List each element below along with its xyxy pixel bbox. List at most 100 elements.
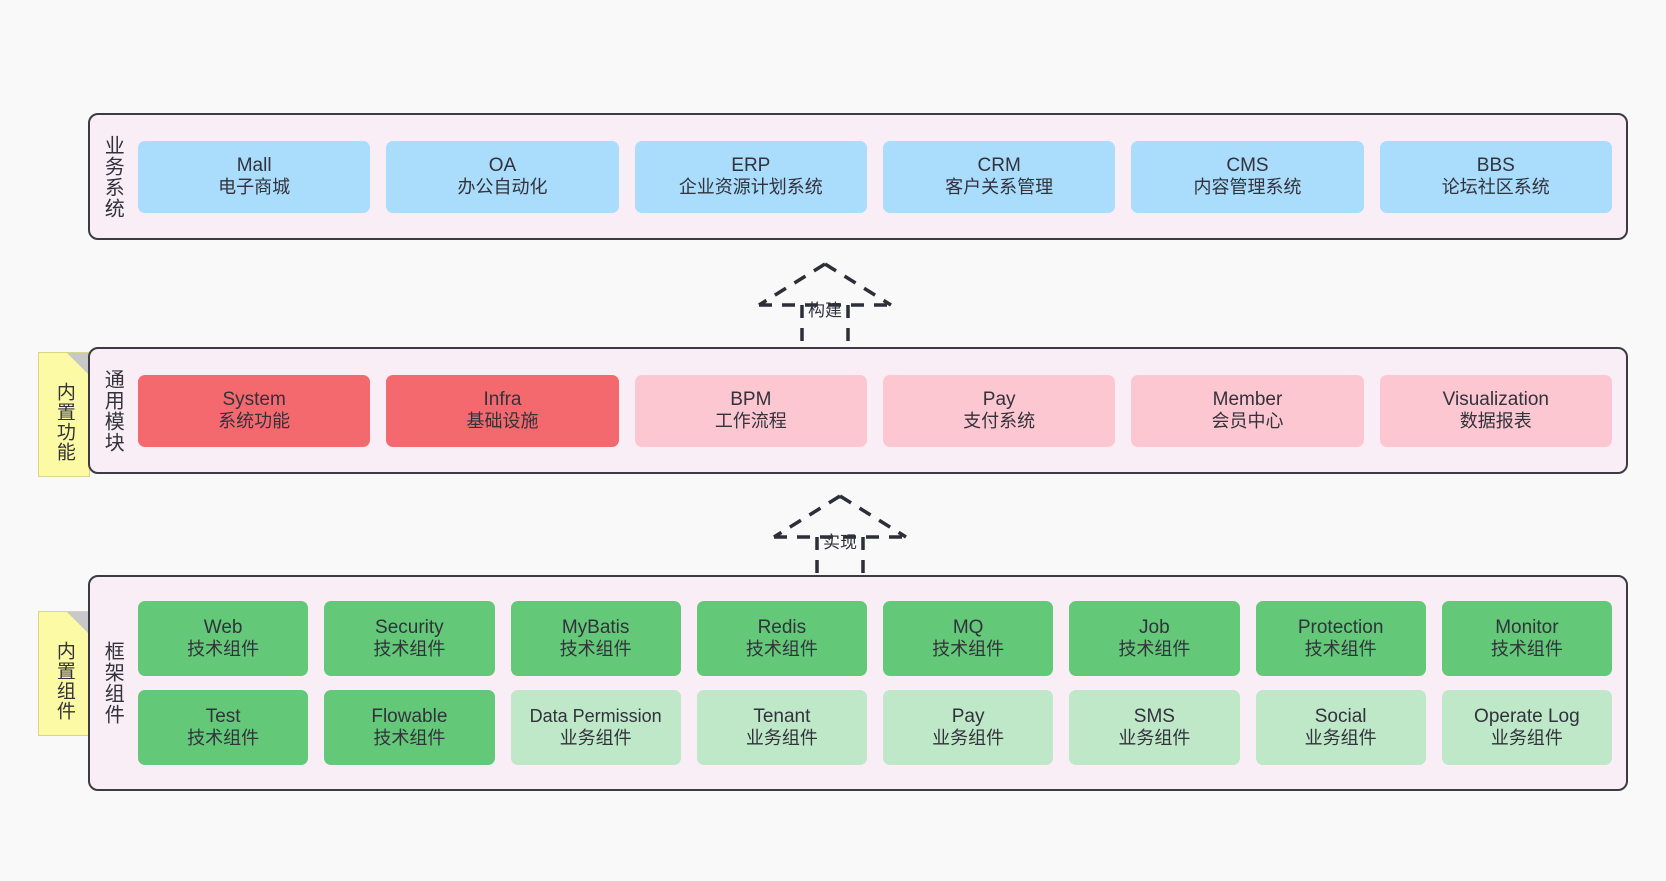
card-security-name: Security xyxy=(375,616,444,638)
card-data-permission-name: Data Permission xyxy=(529,705,662,726)
card-mq[interactable]: MQ 技术组件 xyxy=(883,601,1054,676)
card-social-desc: 业务组件 xyxy=(1304,728,1377,749)
card-operate-log-desc: 业务组件 xyxy=(1490,728,1563,749)
card-oa[interactable]: OA 办公自动化 xyxy=(386,140,619,213)
card-mybatis[interactable]: MyBatis 技术组件 xyxy=(510,601,681,676)
card-redis[interactable]: Redis 技术组件 xyxy=(696,601,867,676)
card-operate-log[interactable]: Operate Log 业务组件 xyxy=(1441,690,1612,765)
card-test-name: Test xyxy=(205,705,241,727)
card-tenant[interactable]: Tenant 业务组件 xyxy=(696,690,867,765)
card-pay-component-name: Pay xyxy=(951,705,985,727)
card-data-permission-desc: 业务组件 xyxy=(559,727,632,748)
card-flowable-desc: 技术组件 xyxy=(373,728,446,749)
card-mybatis-desc: 技术组件 xyxy=(559,639,632,660)
card-cms[interactable]: CMS 内容管理系统 xyxy=(1131,140,1364,213)
layer-body-framework: Web 技术组件 Security 技术组件 MyBatis 技术组件 Redi… xyxy=(134,577,1626,789)
card-crm-name: CRM xyxy=(977,154,1021,176)
layer-body-business: Mall 电子商城 OA 办公自动化 ERP 企业资源计划系统 CRM 客户关系… xyxy=(134,115,1626,238)
card-sms[interactable]: SMS 业务组件 xyxy=(1069,690,1240,765)
note-builtin-features-text: 内置功能 xyxy=(53,381,75,462)
layer-title-framework: 框架组件 xyxy=(101,641,124,725)
card-protection-name: Protection xyxy=(1297,616,1384,638)
card-visualization-desc: 数据报表 xyxy=(1459,411,1532,432)
card-erp-name: ERP xyxy=(731,154,771,176)
card-test[interactable]: Test 技术组件 xyxy=(138,690,309,765)
card-sms-name: SMS xyxy=(1133,705,1175,727)
connector-implement-label: 实现 xyxy=(823,533,857,552)
connector-build: 构建 xyxy=(745,258,905,353)
card-infra-name: Infra xyxy=(483,388,522,410)
card-crm[interactable]: CRM 客户关系管理 xyxy=(882,140,1116,213)
layer-business-systems: 业务系统 Mall 电子商城 OA 办公自动化 ERP 企业资源计划系统 CRM… xyxy=(88,113,1628,240)
card-mybatis-name: MyBatis xyxy=(561,616,630,638)
card-mall-desc: 电子商城 xyxy=(218,177,291,198)
card-operate-log-name: Operate Log xyxy=(1474,705,1580,727)
layer-framework-components: 框架组件 Web 技术组件 Security 技术组件 MyBatis 技术组件… xyxy=(88,575,1628,791)
card-mall-name: Mall xyxy=(236,154,272,176)
card-protection[interactable]: Protection 技术组件 xyxy=(1255,601,1426,676)
card-member-desc: 会员中心 xyxy=(1211,411,1284,432)
card-monitor-desc: 技术组件 xyxy=(1490,639,1563,660)
card-security-desc: 技术组件 xyxy=(373,639,446,660)
card-system-name: System xyxy=(222,388,286,410)
business-card-row: Mall 电子商城 OA 办公自动化 ERP 企业资源计划系统 CRM 客户关系… xyxy=(138,140,1612,213)
card-system[interactable]: System 系统功能 xyxy=(138,374,371,447)
card-visualization[interactable]: Visualization 数据报表 xyxy=(1379,374,1612,447)
module-card-row: System 系统功能 Infra 基础设施 BPM 工作流程 Pay 支付系统… xyxy=(138,374,1612,447)
card-test-desc: 技术组件 xyxy=(187,728,260,749)
card-visualization-name: Visualization xyxy=(1442,388,1549,410)
card-bpm[interactable]: BPM 工作流程 xyxy=(634,374,867,447)
card-mall[interactable]: Mall 电子商城 xyxy=(138,140,371,213)
card-oa-name: OA xyxy=(488,154,517,176)
connector-implement: 实现 xyxy=(760,490,920,585)
note-builtin-components: 内置组件 xyxy=(38,611,90,736)
card-monitor-name: Monitor xyxy=(1495,616,1559,638)
card-tenant-name: Tenant xyxy=(753,705,811,727)
card-cms-name: CMS xyxy=(1226,154,1269,176)
card-bpm-desc: 工作流程 xyxy=(714,411,787,432)
card-erp-desc: 企业资源计划系统 xyxy=(678,177,823,198)
card-bbs[interactable]: BBS 论坛社区系统 xyxy=(1379,140,1612,213)
card-pay-component-desc: 业务组件 xyxy=(932,728,1005,749)
card-infra-desc: 基础设施 xyxy=(466,411,539,432)
framework-tech-row: Web 技术组件 Security 技术组件 MyBatis 技术组件 Redi… xyxy=(138,601,1612,676)
layer-common-modules: 通用模块 System 系统功能 Infra 基础设施 BPM 工作流程 Pay… xyxy=(88,347,1628,474)
framework-biz-row: Test 技术组件 Flowable 技术组件 Data Permission … xyxy=(138,690,1612,765)
card-job[interactable]: Job 技术组件 xyxy=(1069,601,1240,676)
card-flowable-name: Flowable xyxy=(371,705,448,727)
card-data-permission[interactable]: Data Permission 业务组件 xyxy=(510,690,681,765)
card-infra[interactable]: Infra 基础设施 xyxy=(386,374,619,447)
note-builtin-features: 内置功能 xyxy=(38,352,90,477)
card-flowable[interactable]: Flowable 技术组件 xyxy=(324,690,495,765)
card-security[interactable]: Security 技术组件 xyxy=(324,601,495,676)
card-mq-name: MQ xyxy=(952,616,984,638)
card-erp[interactable]: ERP 企业资源计划系统 xyxy=(634,140,867,213)
card-bpm-name: BPM xyxy=(730,388,772,410)
card-web[interactable]: Web 技术组件 xyxy=(138,601,309,676)
card-redis-name: Redis xyxy=(757,616,807,638)
card-pay-module-desc: 支付系统 xyxy=(963,411,1036,432)
card-member[interactable]: Member 会员中心 xyxy=(1131,374,1364,447)
card-mq-desc: 技术组件 xyxy=(932,639,1005,660)
card-cms-desc: 内容管理系统 xyxy=(1193,177,1302,198)
card-tenant-desc: 业务组件 xyxy=(745,728,818,749)
card-redis-desc: 技术组件 xyxy=(745,639,818,660)
card-crm-desc: 客户关系管理 xyxy=(945,177,1054,198)
card-system-desc: 系统功能 xyxy=(218,411,291,432)
card-oa-desc: 办公自动化 xyxy=(457,177,548,198)
card-member-name: Member xyxy=(1212,388,1283,410)
card-web-desc: 技术组件 xyxy=(187,639,260,660)
card-pay-component[interactable]: Pay 业务组件 xyxy=(883,690,1054,765)
card-protection-desc: 技术组件 xyxy=(1304,639,1377,660)
connector-build-label: 构建 xyxy=(808,301,842,320)
card-pay-module[interactable]: Pay 支付系统 xyxy=(882,374,1116,447)
card-web-name: Web xyxy=(203,616,243,638)
layer-body-modules: System 系统功能 Infra 基础设施 BPM 工作流程 Pay 支付系统… xyxy=(134,349,1626,472)
card-social-name: Social xyxy=(1314,705,1367,727)
note-builtin-components-text: 内置组件 xyxy=(53,640,75,721)
card-social[interactable]: Social 业务组件 xyxy=(1255,690,1426,765)
card-sms-desc: 业务组件 xyxy=(1118,728,1191,749)
card-job-desc: 技术组件 xyxy=(1118,639,1191,660)
card-monitor[interactable]: Monitor 技术组件 xyxy=(1441,601,1612,676)
